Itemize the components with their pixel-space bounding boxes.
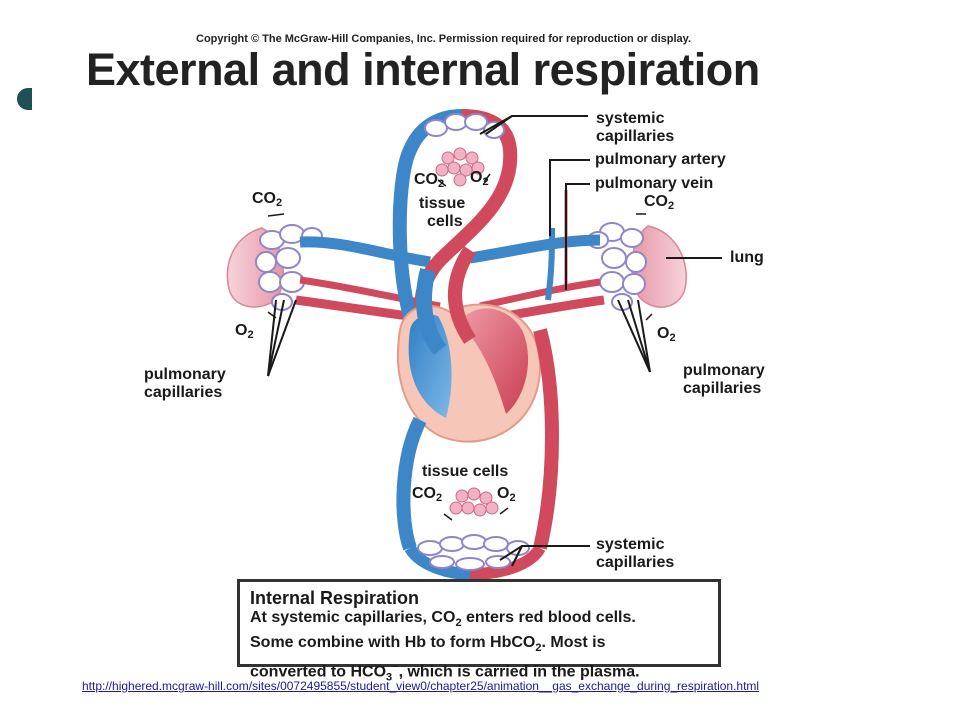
box-line-3: converted to HCO3−, which is carried in … (250, 661, 640, 684)
heart (396, 246, 541, 443)
o2-label-left: O2 (235, 322, 254, 341)
source-link[interactable]: http://highered.mcgraw-hill.com/sites/00… (82, 679, 760, 693)
internal-respiration-box: Internal Respiration At systemic capilla… (237, 579, 721, 684)
box-line-1: At systemic capillaries, CO2 enters red … (250, 609, 636, 630)
bullet-marker (17, 88, 32, 110)
copyright-notice: Copyright © The McGraw-Hill Companies, I… (196, 33, 692, 45)
o2-label-bottom: O2 (497, 485, 516, 504)
label-pulmonary-capillaries-right: pulmonary capillaries (683, 362, 765, 397)
top-systemic-capillaries (424, 113, 505, 139)
bottom-tissue-cells (449, 487, 499, 517)
left-pulmonary-capillaries (255, 224, 323, 311)
label-tissue-cells-top: tissue cells (419, 195, 466, 230)
label-tissue-cells-bottom: tissue cells (422, 463, 509, 480)
label-systemic-capillaries-bottom: systemic capillaries (596, 536, 675, 571)
label-pulmonary-capillaries-left: pulmonary capillaries (144, 366, 226, 401)
top-tissue-cells (435, 147, 485, 187)
o2-label-top: O2 (470, 169, 489, 188)
co2-label-right: CO2 (644, 193, 675, 212)
co2-label-top: CO2 (414, 171, 445, 190)
slide-title: External and internal respiration (86, 44, 760, 95)
flow-arrows (267, 173, 653, 521)
label-pulmonary-vein: pulmonary vein (595, 175, 714, 192)
label-pulmonary-artery: pulmonary artery (595, 151, 726, 168)
label-systemic-capillaries-top: systemic capillaries (596, 110, 675, 145)
co2-label-left: CO2 (252, 190, 283, 209)
box-line-2: Some combine with Hb to form HbCO2. Most… (250, 634, 606, 655)
co2-label-bottom: CO2 (412, 485, 443, 504)
right-pulmonary-capillaries (587, 222, 647, 311)
box-title: Internal Respiration (250, 588, 420, 608)
leader-lines (267, 115, 722, 567)
bottom-systemic-capillaries (417, 534, 530, 571)
o2-label-right: O2 (657, 325, 676, 344)
label-lung: lung (730, 249, 764, 266)
